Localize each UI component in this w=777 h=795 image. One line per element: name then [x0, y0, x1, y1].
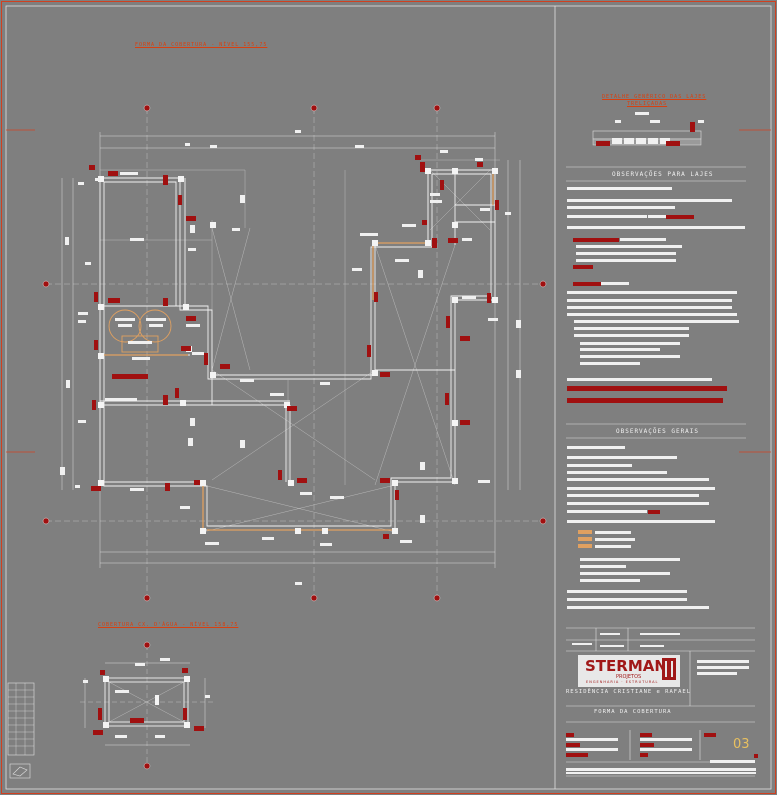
water-tank-cover-plan: [80, 641, 215, 770]
detail-title: DETALHE GENÉRICO DAS LAJES: [602, 94, 707, 100]
general-notes-heading: OBSERVAÇÕES GERAIS: [616, 428, 700, 435]
sheet-number: 03: [733, 737, 750, 752]
notes-panel: [566, 166, 746, 609]
logo-mark-icon: [662, 658, 676, 680]
water-tank-plan-title: COBERTURA CX. D'ÁGUA - NÍVEL 158,75: [98, 622, 239, 628]
company-logo: STERMAN PROJETOS ENGENHARIA · ESTRUTURAL: [578, 655, 680, 687]
roof-framing-plan: [42, 104, 547, 602]
title-block: [566, 627, 758, 777]
slab-notes-heading: OBSERVAÇÕES PARA LAJES: [612, 171, 714, 178]
drawing-name: FORMA DA COBERTURA: [594, 709, 672, 715]
detail-subtitle: TRELIÇADAS: [627, 101, 668, 107]
company-name: STERMAN: [585, 657, 667, 675]
main-plan-title: FORMA DA COBERTURA - NÍVEL 155,75: [135, 42, 268, 48]
company-tagline: ENGENHARIA · ESTRUTURAL: [586, 680, 659, 684]
revision-table: [7, 682, 35, 779]
company-subname: PROJETOS: [616, 674, 642, 680]
slab-detail-drawing: [592, 112, 704, 146]
project-name: RESIDÊNCIA CRISTIANE e RAFAEL: [566, 689, 692, 695]
